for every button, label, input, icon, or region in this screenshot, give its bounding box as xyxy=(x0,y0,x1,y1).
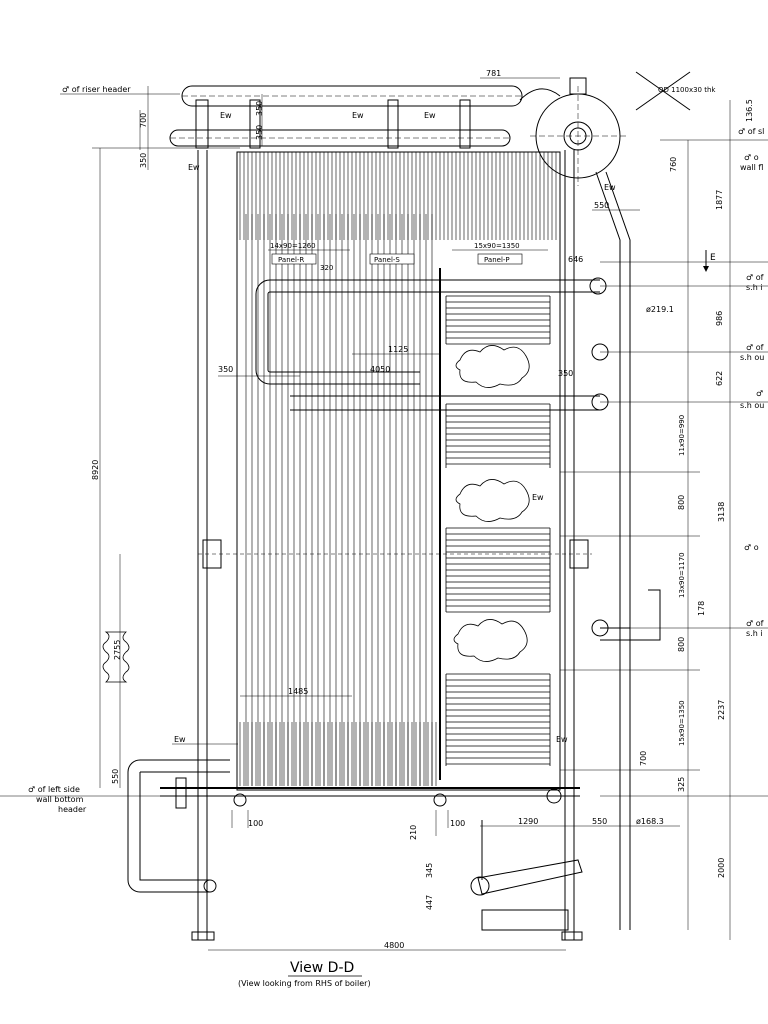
ew-label-2: Ew xyxy=(352,111,364,120)
left-wall-header-label-1: ♂ of left side xyxy=(28,785,80,794)
ew-label-8: Ew xyxy=(556,735,568,744)
dim-100a: 100 xyxy=(248,819,263,828)
dim-15x90: 15x90=1350 xyxy=(474,242,520,250)
ew-label-6: Ew xyxy=(174,735,186,744)
right-label-4: ♂ of xyxy=(746,273,764,282)
right-label-10: ♂ o xyxy=(744,543,759,552)
dim-1877: 1877 xyxy=(715,190,724,210)
dim-646: 646 xyxy=(568,255,583,264)
right-label-11: ♂ of xyxy=(746,619,764,628)
right-label-7: s.h ou xyxy=(740,353,764,362)
dim-550b: 550 xyxy=(111,769,120,784)
dim-2000: 2000 xyxy=(717,858,726,878)
dim-447: 447 xyxy=(425,895,434,910)
dim-350a: 350 xyxy=(255,101,264,116)
right-label-12: s.h i xyxy=(746,629,763,638)
superheater-panels xyxy=(445,295,551,766)
dim-550c: 550 xyxy=(592,817,607,826)
dim-15x90b: 15x90=1350 xyxy=(678,700,686,746)
ew-label-5: Ew xyxy=(604,183,616,192)
dim-11x90: 11x90=990 xyxy=(678,415,686,456)
dim-700b: 700 xyxy=(639,751,648,766)
dim-168: ø168.3 xyxy=(636,817,664,826)
dim-350-left: 350 xyxy=(218,365,233,374)
ash-hopper xyxy=(470,820,583,931)
panel-r-label: Panel-R xyxy=(278,256,304,264)
dim-1125: 1125 xyxy=(388,345,408,354)
left-wall-header-label-2: wall bottom xyxy=(36,795,84,804)
dim-4050: 4050 xyxy=(370,365,390,374)
panel-r-tag: Panel-R xyxy=(271,253,317,265)
dim-178: 178 xyxy=(697,601,706,616)
dim-760: 760 xyxy=(669,157,678,172)
dim-136: 136.5 xyxy=(745,99,754,122)
ew-label-3: Ew xyxy=(424,111,436,120)
e-arrow-label: E xyxy=(710,253,716,263)
dim-986: 986 xyxy=(715,311,724,326)
dim-800a: 800 xyxy=(677,495,686,510)
dimension-lines xyxy=(0,77,768,951)
dim-100b: 100 xyxy=(450,819,465,828)
view-title-block: View D-D (View looking from RHS of boile… xyxy=(238,960,371,988)
dim-781: 781 xyxy=(486,69,501,78)
tube-wall xyxy=(245,214,433,786)
dim-325: 325 xyxy=(677,777,686,792)
dim-345: 345 xyxy=(425,863,434,878)
right-label-9: s.h ou xyxy=(740,401,764,410)
dim-219: ø219.1 xyxy=(646,305,674,314)
ew-label-7: Ew xyxy=(532,493,544,502)
dim-350-mid: 350 xyxy=(558,369,573,378)
riser-header-label: ♂ of riser header xyxy=(62,85,131,94)
view-title: View D-D xyxy=(290,960,354,976)
dim-320: 320 xyxy=(320,264,333,272)
panel-s-tag: Panel-S xyxy=(369,253,415,265)
dim-350c: 350 xyxy=(139,153,148,168)
panel-p-tag: Panel-P xyxy=(477,253,523,265)
access-openings xyxy=(102,345,530,683)
dim-13x90: 13x90=1170 xyxy=(678,552,686,598)
dim-8920: 8920 xyxy=(91,460,100,480)
steam-drum xyxy=(519,71,691,930)
right-label-8: ♂ xyxy=(756,389,763,398)
dim-700: 700 xyxy=(139,113,148,128)
right-edge-labels: ♂ of sl ♂ o wall fl ♂ of s.h i ♂ of s.h … xyxy=(738,127,764,638)
panel-p-label: Panel-P xyxy=(484,256,510,264)
dim-1290: 1290 xyxy=(518,817,538,826)
dimension-values: 781 700 350 350 350 136.5 760 1877 550 1… xyxy=(91,69,754,950)
riser-header xyxy=(169,85,523,149)
structure-frame xyxy=(160,150,592,941)
bottom-left-piping xyxy=(127,759,562,893)
right-label-5: s.h i xyxy=(746,283,763,292)
dim-1485: 1485 xyxy=(288,687,308,696)
furnace-headers xyxy=(255,277,661,641)
left-wall-header-label-3: header xyxy=(58,805,87,814)
dim-4800: 4800 xyxy=(384,941,404,950)
right-label-2: ♂ o xyxy=(744,153,759,162)
drum-od-label: OD 1100x30 thk xyxy=(658,86,716,94)
dim-2237: 2237 xyxy=(717,700,726,720)
dim-2755: 2755 xyxy=(113,640,122,660)
right-label-1: ♂ of sl xyxy=(738,127,764,136)
dim-350b: 350 xyxy=(255,125,264,140)
ew-label-4: Ew xyxy=(188,163,200,172)
top-tube-bank xyxy=(239,152,557,786)
ew-label-1: Ew xyxy=(220,111,232,120)
dim-14x90: 14x90=1260 xyxy=(270,242,316,250)
view-subtitle: (View looking from RHS of boiler) xyxy=(238,979,371,988)
right-label-6: ♂ of xyxy=(746,343,764,352)
drawing-labels: ♂ of riser header ♂ of left side wall bo… xyxy=(28,85,716,814)
dim-622: 622 xyxy=(715,371,724,386)
right-label-3: wall fl xyxy=(740,163,763,172)
dim-210: 210 xyxy=(409,825,418,840)
dim-3138: 3138 xyxy=(717,502,726,522)
dim-550a: 550 xyxy=(594,201,609,210)
dim-800b: 800 xyxy=(677,637,686,652)
panel-s-label: Panel-S xyxy=(374,256,400,264)
